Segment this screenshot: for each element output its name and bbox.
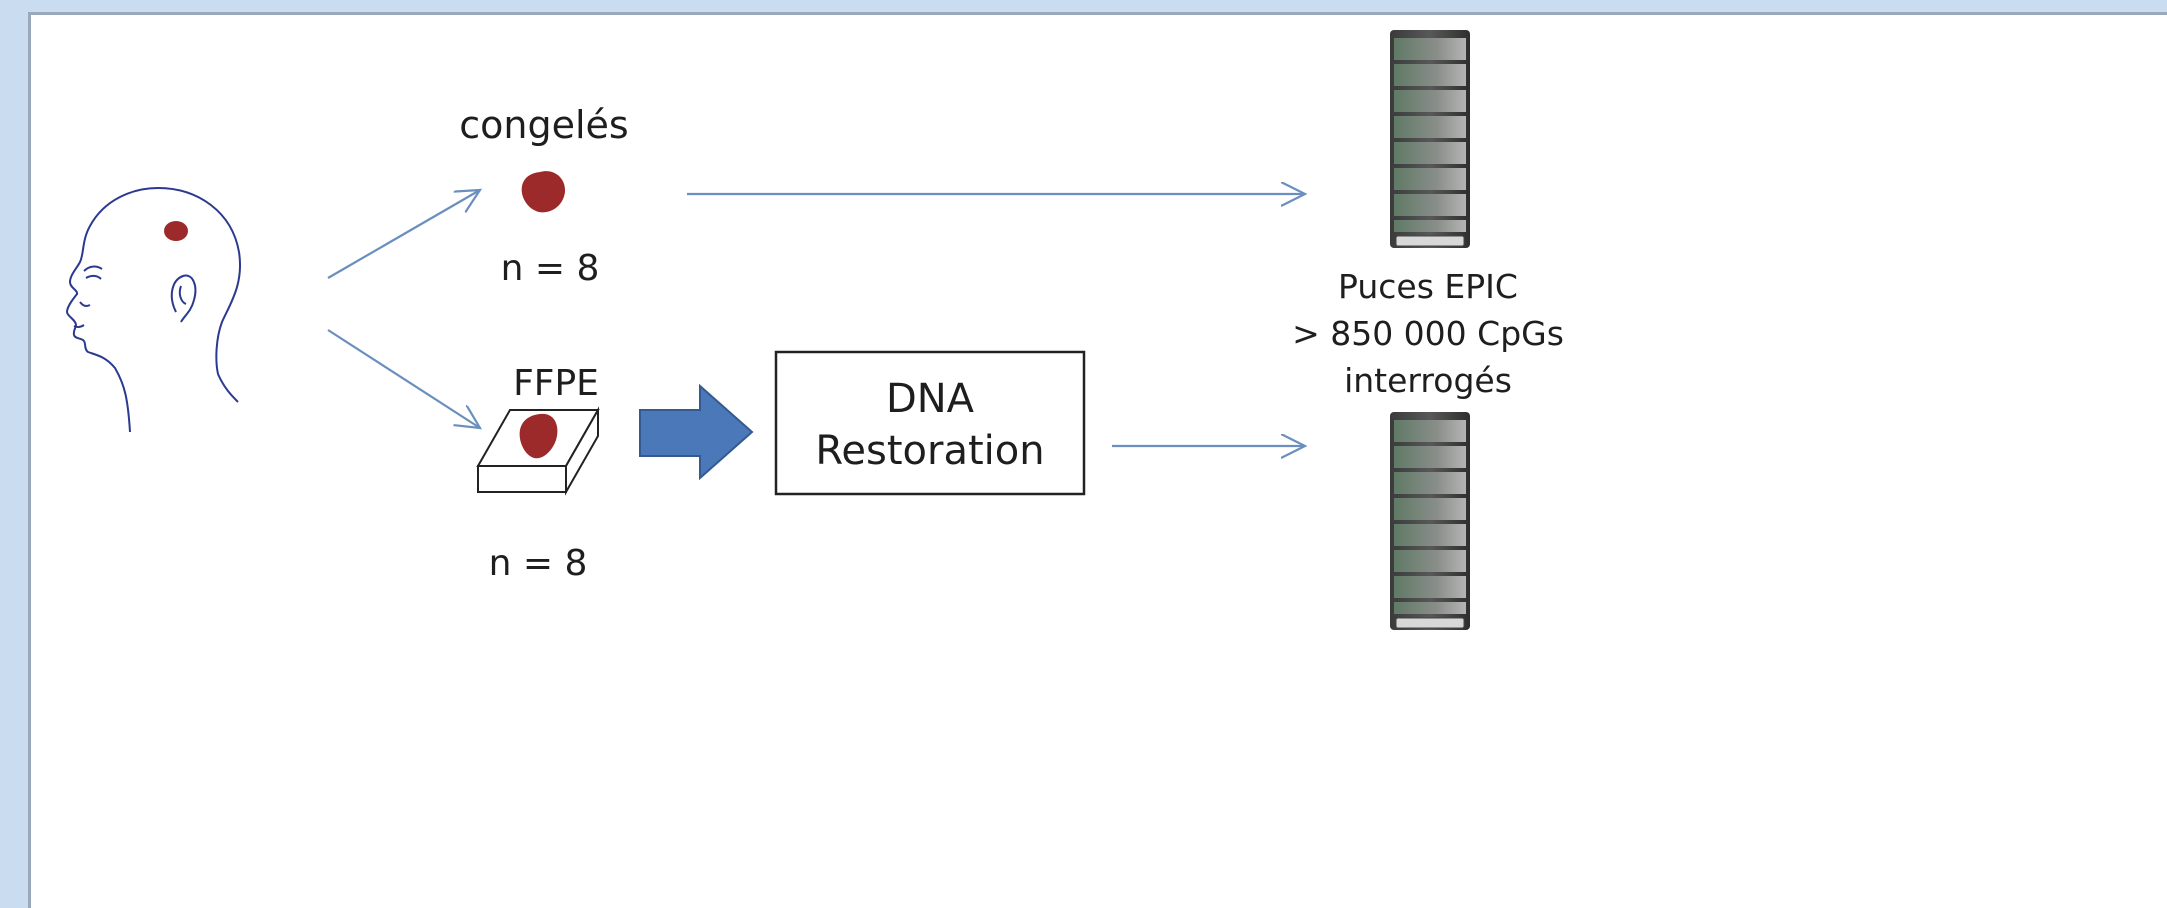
dna-restoration-line2: Restoration — [815, 428, 1044, 474]
epic-label-line2: > 850 000 CpGs — [1292, 314, 1564, 353]
diagram-frame — [28, 12, 2167, 908]
dna-restoration-box — [774, 350, 1086, 496]
ffpe-count: n = 8 — [489, 543, 588, 584]
frozen-label: congelés — [459, 103, 628, 147]
processing-arrow-icon — [639, 383, 754, 481]
frozen-count: n = 8 — [501, 248, 600, 289]
tumor-sample-icon — [521, 171, 566, 213]
arrow-to-ffpe — [327, 329, 480, 428]
server-rack-icon — [1389, 411, 1471, 631]
server-rack-icon — [1389, 29, 1471, 249]
ffpe-label: FFPE — [513, 363, 599, 404]
human-head-profile-icon — [65, 186, 241, 433]
arrow-to-frozen — [327, 190, 480, 279]
ffpe-tumor-icon — [519, 413, 558, 459]
epic-label-line3: interrogés — [1344, 361, 1512, 400]
dna-restoration-line1: DNA — [886, 376, 975, 422]
tumor-location-icon — [164, 221, 188, 241]
epic-label-line1: Puces EPIC — [1338, 267, 1518, 306]
